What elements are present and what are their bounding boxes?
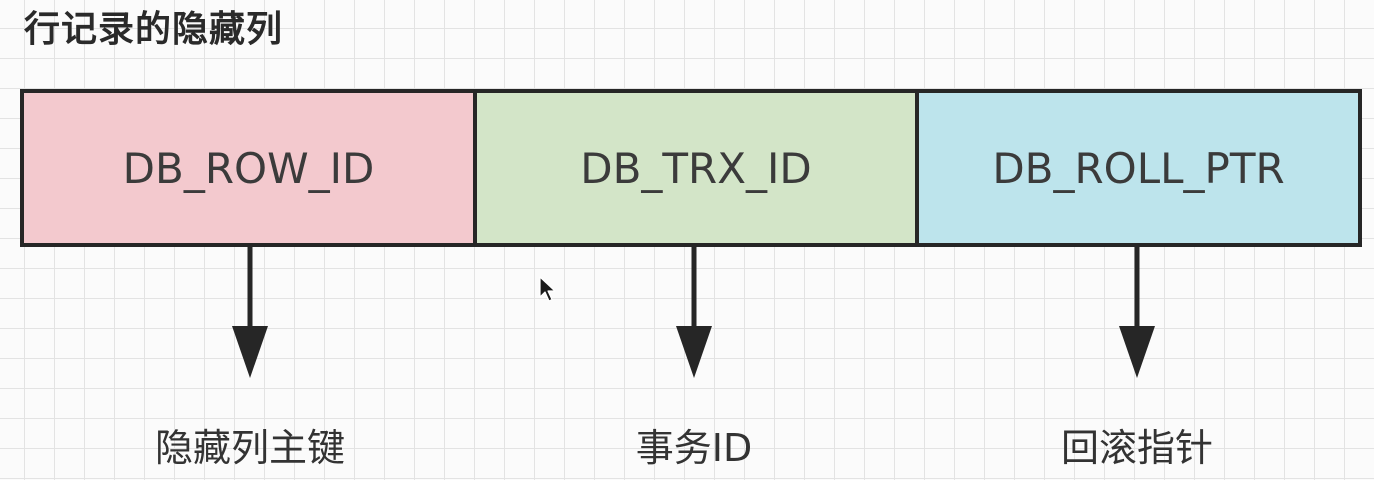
column-description-db-trx-id: 事务ID <box>635 426 753 470</box>
column-description-db-row-id: 隐藏列主键 <box>154 426 345 470</box>
column-cell-db-row-id: DB_ROW_ID <box>24 93 473 243</box>
arrow-db-trx-id <box>676 247 712 378</box>
column-cell-db-roll-ptr: DB_ROLL_PTR <box>915 93 1358 243</box>
column-description-db-roll-ptr: 回滚指针 <box>1060 426 1213 470</box>
diagram-title: 行记录的隐藏列 <box>24 9 284 50</box>
arrow-db-roll-ptr <box>1119 247 1155 378</box>
mouse-cursor-icon <box>539 276 556 302</box>
hidden-columns-row: DB_ROW_ID DB_TRX_ID DB_ROLL_PTR <box>20 89 1362 247</box>
column-cell-db-trx-id: DB_TRX_ID <box>473 93 915 243</box>
arrow-db-row-id <box>232 247 268 378</box>
